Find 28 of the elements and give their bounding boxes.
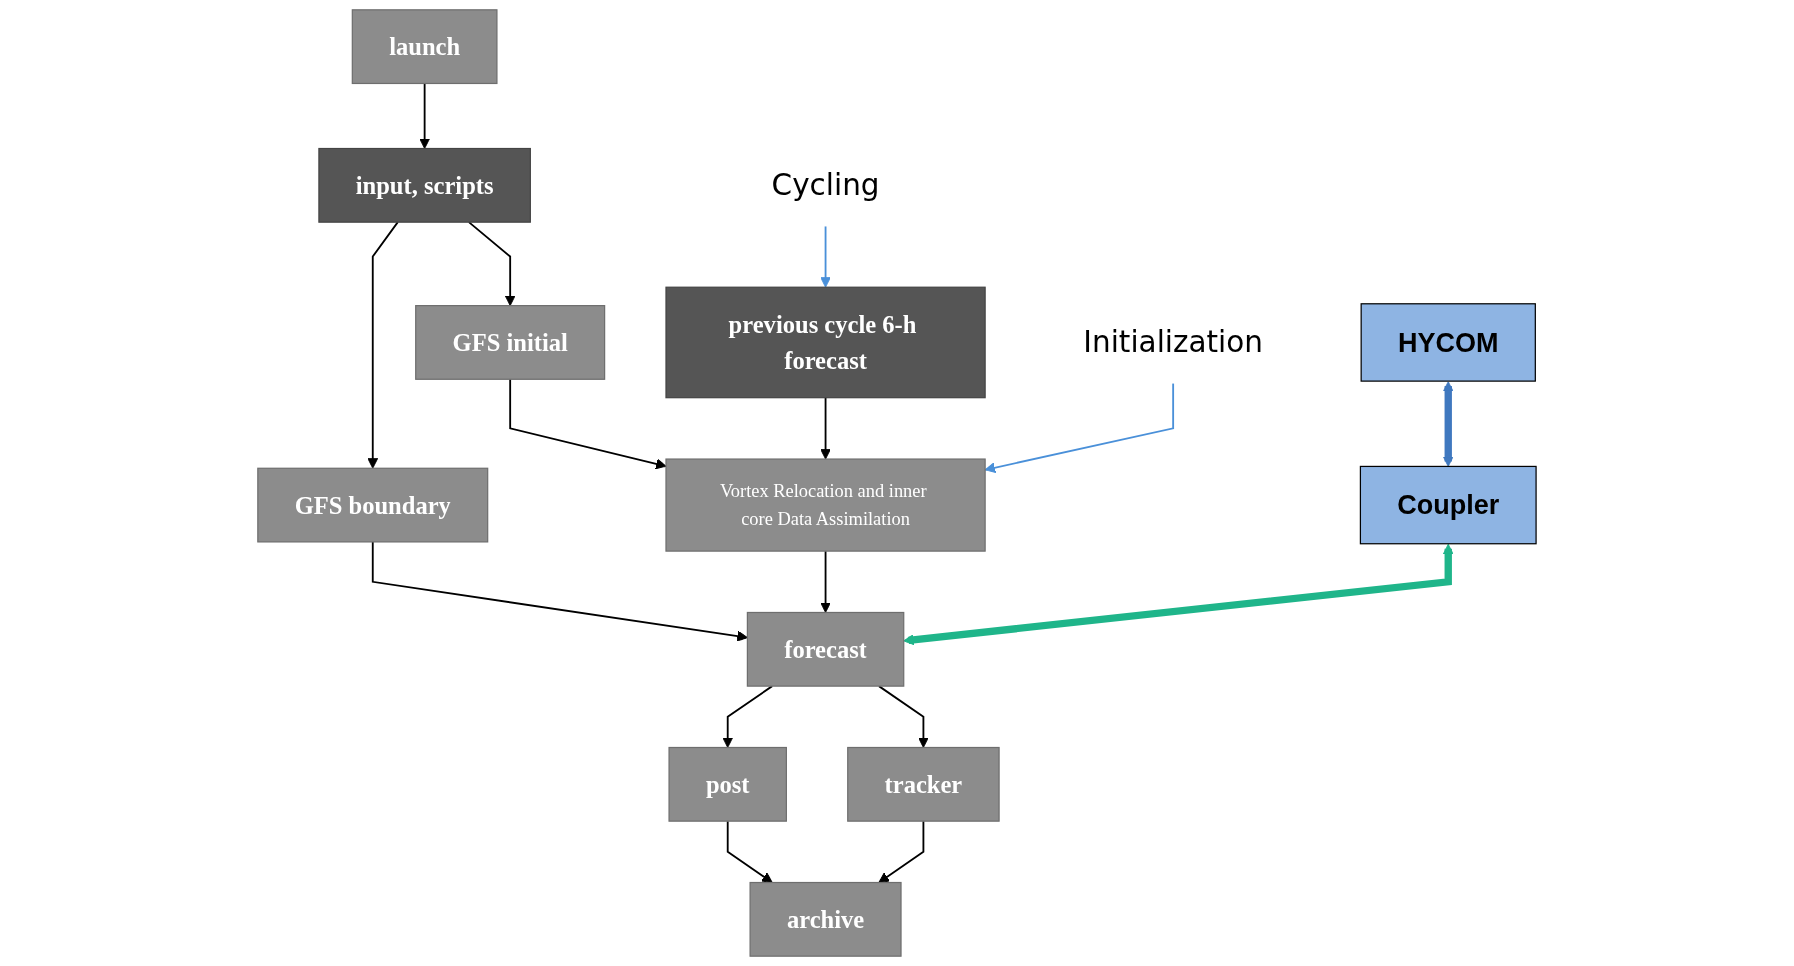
node-box: HYCOM	[1360, 303, 1536, 382]
node-text: Initialization	[1083, 325, 1264, 360]
node-box: post	[668, 746, 788, 822]
node-box: forecast	[746, 611, 905, 687]
arrow	[903, 543, 1454, 646]
node-box: previous cycle 6-h forecast	[665, 286, 986, 399]
node-box: tracker	[847, 746, 1000, 822]
arrow	[722, 685, 774, 748]
node-text: Cycling	[771, 168, 880, 203]
arrow	[820, 550, 831, 613]
arrow	[726, 820, 773, 883]
arrow	[878, 685, 929, 748]
node-box: input, scripts	[318, 147, 531, 223]
node-box: archive	[749, 881, 902, 957]
arrow	[509, 378, 667, 470]
node-box: launch	[351, 9, 498, 85]
arrow	[468, 221, 516, 307]
node-box: GFS boundary	[257, 467, 489, 543]
arrow	[820, 224, 831, 288]
node-box: Vortex Relocation and inner core Data Assimilation	[665, 458, 986, 552]
node-box: Coupler	[1359, 465, 1537, 545]
arrow	[371, 541, 748, 642]
arrow	[1442, 381, 1454, 467]
arrow	[367, 221, 399, 469]
node-box: GFS initial	[415, 305, 606, 380]
arrow	[878, 820, 925, 883]
arrow	[820, 396, 831, 460]
arrow	[419, 82, 431, 149]
